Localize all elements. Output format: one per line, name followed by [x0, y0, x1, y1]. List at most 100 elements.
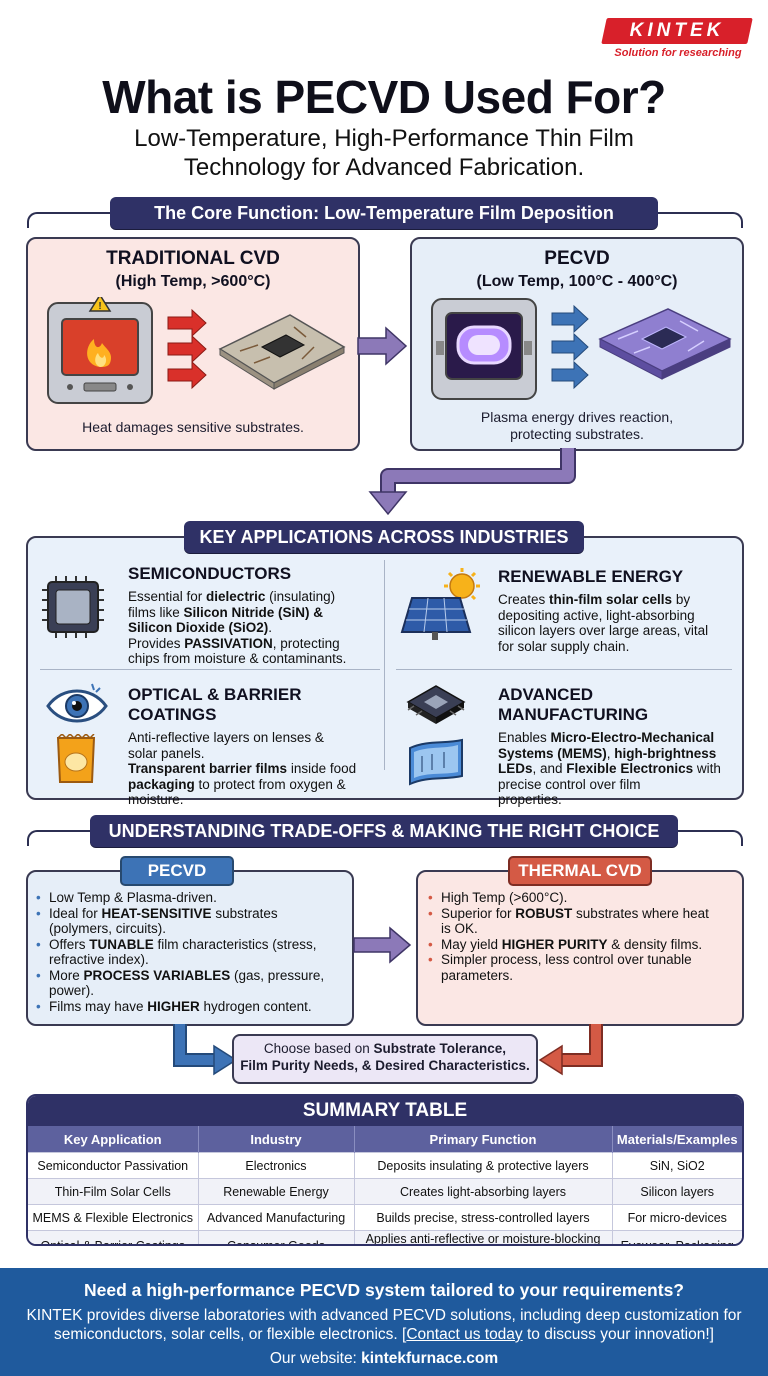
mfg-text-5: properties. — [498, 792, 562, 807]
furnace-heat-illustration: ! — [47, 297, 346, 404]
choose-text-c: Film Purity Needs, & Desired Characteris… — [240, 1058, 530, 1073]
applications-panel — [26, 536, 744, 800]
pecvd-bullet-4b: PROCESS VARIABLES — [83, 967, 231, 983]
down-connector-arrow-icon — [368, 448, 576, 516]
thermal-bullet-1-text: High Temp (>600°C). — [441, 890, 568, 905]
advanced-manufacturing-title: ADVANCED MANUFACTURING — [498, 685, 649, 724]
footer-headline: Need a high-performance PECVD system tai… — [83, 1280, 684, 1300]
footer-body-line-2c: to discuss your innovation!] — [522, 1326, 714, 1343]
energy-text-3: silicon layers over large areas, vital — [498, 623, 709, 638]
mfg-text-2c: high-brightness — [614, 745, 717, 761]
choose-text-a: Choose based on — [263, 1041, 374, 1056]
optical-text-4a: packaging — [128, 776, 195, 792]
thermal-bullet-4b: parameters. — [441, 967, 514, 983]
traditional-cvd-title: TRADITIONAL CVD — [106, 248, 280, 269]
semi-text-1b: dielectric — [206, 589, 266, 604]
thermal-converge-arrow-icon — [538, 1024, 603, 1076]
solar-panel-icon — [400, 568, 480, 640]
pecvd-tradeoff-list: •Low Temp & Plasma-driven. •Ideal for HE… — [36, 890, 348, 1014]
page-subtitle: Low-Temperature, High-Performance Thin F… — [84, 124, 684, 182]
pecvd-caption: Plasma energy drives reaction, protectin… — [412, 409, 742, 443]
mfg-text-4: precise control over film — [498, 776, 641, 792]
semi-text-3c: . — [268, 620, 273, 635]
furnace-icon — [47, 302, 153, 404]
table-cell: MEMS & Flexible Electronics — [28, 1204, 199, 1231]
semi-text-4b: PASSIVATION — [184, 635, 273, 651]
applications-divider-right — [396, 669, 732, 670]
pecvd-bullet-3: •Offers TUNABLE film characteristics (st… — [36, 936, 317, 968]
header-key-application: Key Application — [28, 1126, 199, 1153]
semi-text-2a: films like — [128, 604, 184, 620]
flexible-display-icon — [409, 738, 463, 786]
plasma-arrows-icon — [551, 304, 589, 390]
plasma-illustration — [431, 298, 732, 400]
traditional-cvd-temp: (High Temp, >600°C) — [115, 273, 271, 290]
table-cell: Electronics — [198, 1152, 355, 1179]
optical-coatings-text: Anti-reflective layers on lenses & solar… — [128, 730, 380, 808]
svg-text:!: ! — [98, 301, 101, 312]
contact-us-link[interactable]: Contact us today — [406, 1326, 523, 1343]
renewable-energy-text: Creates thin-film solar cells by deposit… — [498, 592, 738, 654]
pecvd-tradeoff-title: PECVD — [120, 856, 234, 886]
eye-icon — [46, 683, 108, 723]
table-cell: Deposits insulating & protective layers — [354, 1152, 613, 1179]
plasma-chamber-icon — [431, 298, 537, 400]
thermal-cvd-title: THERMAL CVD — [508, 856, 652, 886]
pecvd-bullet-5b: HIGHER — [147, 998, 200, 1014]
pecvd-bullet-1: •Low Temp & Plasma-driven. — [36, 890, 217, 905]
table-cell: Consumer Goods — [198, 1230, 355, 1244]
heat-arrows-icon — [167, 308, 207, 390]
thermal-bullet-4a: Simpler process, less control over tunab… — [441, 952, 692, 967]
applications-section-label: KEY APPLICATIONS ACROSS INDUSTRIES — [184, 521, 584, 553]
thermal-bullet-2c: substrates where heat — [572, 905, 709, 921]
right-arrow-icon — [357, 326, 408, 366]
optical-coatings-block: OPTICAL & BARRIER COATINGS Anti-reflecti… — [128, 685, 380, 808]
applications-divider-left — [40, 669, 380, 670]
pecvd-tradeoff-card — [26, 870, 354, 1026]
optical-text-3a: Transparent barrier films — [128, 761, 288, 776]
mfg-text-2a: Systems (MEMS) — [498, 745, 607, 761]
thermal-bullet-3a: May yield — [441, 936, 502, 952]
pecvd-bullet-2c: substrates — [211, 905, 278, 921]
semi-text-2b: Silicon Nitride (SiN) & — [183, 604, 324, 620]
table-cell: Creates light-absorbing layers — [354, 1178, 613, 1205]
pecvd-title: PECVD — [544, 248, 610, 269]
table-row: Semiconductor Passivation Electronics De… — [28, 1152, 742, 1179]
summary-header-row: Key Application Industry Primary Functio… — [28, 1126, 742, 1153]
pecvd-bullet-2: •Ideal for HEAT-SENSITIVE substrates(pol… — [36, 905, 278, 937]
semiconductors-title: SEMICONDUCTORS — [128, 564, 292, 583]
energy-text-2: depositing active, light-absorbing — [498, 607, 695, 623]
website-link[interactable]: kintekfurnace.com — [361, 1350, 499, 1367]
table-cell: Builds precise, stress-controlled layers — [354, 1204, 613, 1231]
subtitle-line-2: Technology for Advanced Fabrication. — [183, 154, 585, 181]
kintek-logo-text: KINTEK — [629, 20, 725, 41]
pecvd-bullet-4a: More — [49, 967, 84, 983]
mfg-text-3c: Flexible Electronics — [566, 761, 694, 776]
header-primary-function: Primary Function — [354, 1126, 613, 1153]
semi-text-4a: Provides — [128, 635, 185, 651]
energy-text-1b: thin-film solar cells — [549, 592, 673, 607]
mfg-text-2b: , — [606, 745, 615, 761]
thermal-cvd-list: •High Temp (>600°C). •Superior for ROBUS… — [428, 890, 734, 983]
choose-text-b: Substrate Tolerance, — [373, 1041, 507, 1056]
optical-text-4b: to protect from oxygen & — [194, 776, 346, 792]
semi-text-5: chips from moisture & contaminants. — [128, 651, 347, 666]
semiconductors-text: Essential for dielectric (insulating) fi… — [128, 589, 380, 667]
traditional-cvd-caption: Heat damages sensitive substrates. — [82, 419, 304, 435]
food-package-icon — [56, 734, 96, 783]
footer-banner: Need a high-performance PECVD system tai… — [0, 1268, 768, 1376]
semi-text-3: Silicon Dioxide (SiO2) — [128, 620, 269, 635]
energy-text-4: for solar supply chain. — [498, 638, 630, 654]
table-row: MEMS & Flexible Electronics Advanced Man… — [28, 1204, 742, 1231]
sun-icon — [444, 568, 480, 601]
table-cell: Optical & Barrier Coatings — [28, 1230, 199, 1244]
pecvd-caption-line-1: Plasma energy drives reaction, — [480, 409, 674, 425]
intact-chip-icon — [598, 308, 732, 380]
pecvd-card: PECVD (Low Temp, 100°C - 400°C) Plasma e… — [410, 237, 744, 451]
pecvd-converge-arrow-icon — [173, 1024, 238, 1076]
footer-website-label: Our website: — [269, 1350, 362, 1367]
pecvd-bullet-1-text: Low Temp & Plasma-driven. — [49, 890, 217, 905]
table-row: Thin-Film Solar Cells Renewable Energy C… — [28, 1178, 742, 1205]
warning-icon: ! — [88, 297, 112, 312]
renewable-energy-title: RENEWABLE ENERGY — [498, 567, 684, 586]
